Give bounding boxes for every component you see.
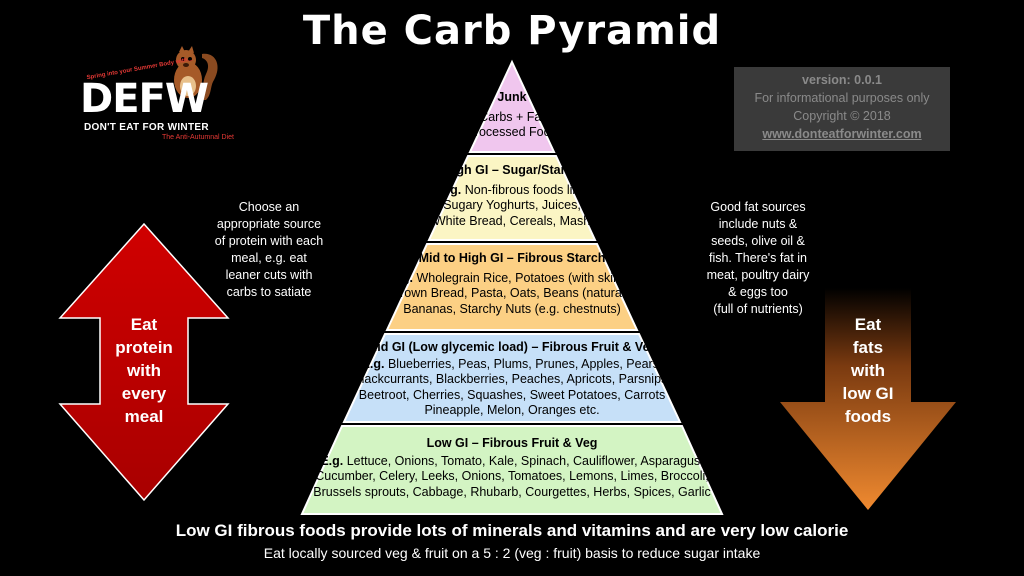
arrow-label-line: foods	[844, 407, 892, 426]
squirrel-icon	[174, 46, 218, 100]
note-line: (full of nutrients)	[713, 302, 803, 316]
tier-mid-line: Beetroot, Cherries, Squashes, Sweet Pota…	[358, 387, 666, 402]
fats-arrow	[780, 288, 956, 510]
tier-junk-shape	[468, 59, 556, 153]
version-box: version: 0.0.1 For informational purpose…	[734, 67, 950, 151]
tier-high-gi-shape	[427, 155, 597, 241]
logo-subtitle: DON'T EAT FOR WINTER	[84, 122, 209, 133]
tier-mid: Mid GI (Low glycemic load) – Fibrous Fru…	[312, 340, 712, 419]
note-line: carbs to satiate	[226, 285, 312, 299]
fats-arrow-label: Eat fats with low GI foods	[828, 313, 908, 428]
note-line: Good fat sources	[710, 200, 806, 214]
tier-low-line: Lettuce, Onions, Tomato, Kale, Spinach, …	[343, 453, 704, 468]
arrow-label-line: with	[127, 361, 161, 380]
note-line: leaner cuts with	[225, 268, 313, 282]
website-link[interactable]: www.donteatforwinter.com	[762, 127, 922, 141]
tier-junk-heading: Junk	[497, 90, 527, 104]
tier-mid-high-line: Bananas, Starchy Nuts (e.g. chestnuts)	[403, 301, 621, 316]
arrow-label-line: Eat	[130, 315, 158, 334]
note-line: meat, poultry dairy	[706, 268, 810, 282]
tier-low-line: Cucumber, Celery, Leeks, Onions, Tomatoe…	[315, 469, 709, 483]
copyright-label: Copyright © 2018	[793, 109, 891, 123]
tier-mid-high-line: Wholegrain Rice, Potatoes (with skins),	[413, 270, 634, 285]
arrow-label-line: Eat	[854, 315, 882, 334]
note-line: Choose an	[238, 200, 300, 214]
protein-arrow-label: Eat protein with every meal	[104, 313, 184, 428]
version-label: version: 0.0.1	[802, 73, 882, 87]
tier-junk: Junk Carbs + Fat Processed Food	[462, 90, 562, 141]
eg-label: E.g.	[361, 356, 385, 371]
arrow-label-line: with	[851, 361, 885, 380]
arrow-label-line: fats	[852, 338, 884, 357]
tier-mid-line: Pineapple, Melon, Oranges etc.	[424, 403, 600, 417]
tier-mid-high-heading: Mid to High GI – Fibrous Starch	[418, 251, 606, 265]
tier-mid-high-shape	[385, 243, 639, 331]
eg-label: E.g.	[438, 182, 462, 197]
tier-junk-line: Carbs + Fat	[479, 109, 545, 124]
note-line: fish. There's fat in	[708, 251, 808, 265]
logo-subtitle-2: The Anti-Autumnal Diet	[162, 134, 234, 141]
tier-high-gi-line: Sugary Yoghurts, Juices,	[443, 198, 581, 212]
arrow-label-line: protein	[115, 338, 173, 357]
defw-logo: Spring into your Summer Body with... DEF…	[80, 46, 255, 141]
logo-word: DEFW	[80, 76, 209, 122]
tier-low: Low GI – Fibrous Fruit & Veg E.g. Lettuc…	[272, 436, 752, 500]
tier-mid-line: Blueberries, Peas, Plums, Prunes, Apples…	[384, 356, 663, 371]
fats-note: Good fat sources include nuts & seeds, o…	[683, 199, 833, 318]
protein-note: Choose an appropriate source of protein …	[194, 199, 344, 301]
eg-label: E.g.	[390, 270, 413, 285]
tier-junk-line: Processed Food	[466, 125, 558, 139]
note-line: appropriate source	[216, 217, 322, 231]
footer-headline: Low GI fibrous foods provide lots of min…	[175, 521, 849, 540]
tier-mid-line: Blackcurrants, Blackberries, Peaches, Ap…	[353, 372, 671, 386]
tier-high-gi-line: White Bread, Cereals, Mash	[433, 213, 591, 228]
tier-mid-shape	[342, 333, 682, 423]
eg-label: E.g.	[320, 453, 344, 468]
tier-low-heading: Low GI – Fibrous Fruit & Veg	[426, 436, 598, 450]
arrow-label-line: low GI	[842, 384, 894, 403]
note-line: of protein with each	[214, 234, 324, 248]
tier-low-shape	[300, 425, 724, 515]
arrow-label-line: every	[121, 384, 167, 403]
tier-high-gi-heading: High GI – Sugar/Starch	[443, 163, 581, 177]
footer-subline: Eat locally sourced veg & fruit on a 5 :…	[263, 545, 761, 561]
tier-mid-heading: Mid GI (Low glycemic load) – Fibrous Fru…	[366, 340, 658, 354]
tier-high-gi: High GI – Sugar/Starch E.g. Non-fibrous …	[412, 163, 612, 229]
note-line: meal, e.g. eat	[231, 251, 307, 265]
note-line: & eggs too	[728, 285, 788, 299]
tier-mid-high: Mid to High GI – Fibrous Starch E.g. Who…	[362, 251, 662, 317]
page-title: The Carb Pyramid	[302, 8, 722, 54]
note-line: include nuts &	[718, 217, 798, 231]
tier-high-gi-line: Non-fibrous foods like	[461, 182, 586, 197]
note-line: seeds, olive oil &	[711, 234, 805, 248]
info-label: For informational purposes only	[754, 91, 930, 105]
protein-arrow	[58, 222, 230, 502]
arrow-label-line: meal	[124, 407, 164, 426]
tier-mid-high-line: Brown Bread, Pasta, Oats, Beans (natural…	[391, 286, 633, 300]
tier-low-line: Brussels sprouts, Cabbage, Rhubarb, Cour…	[313, 484, 711, 499]
